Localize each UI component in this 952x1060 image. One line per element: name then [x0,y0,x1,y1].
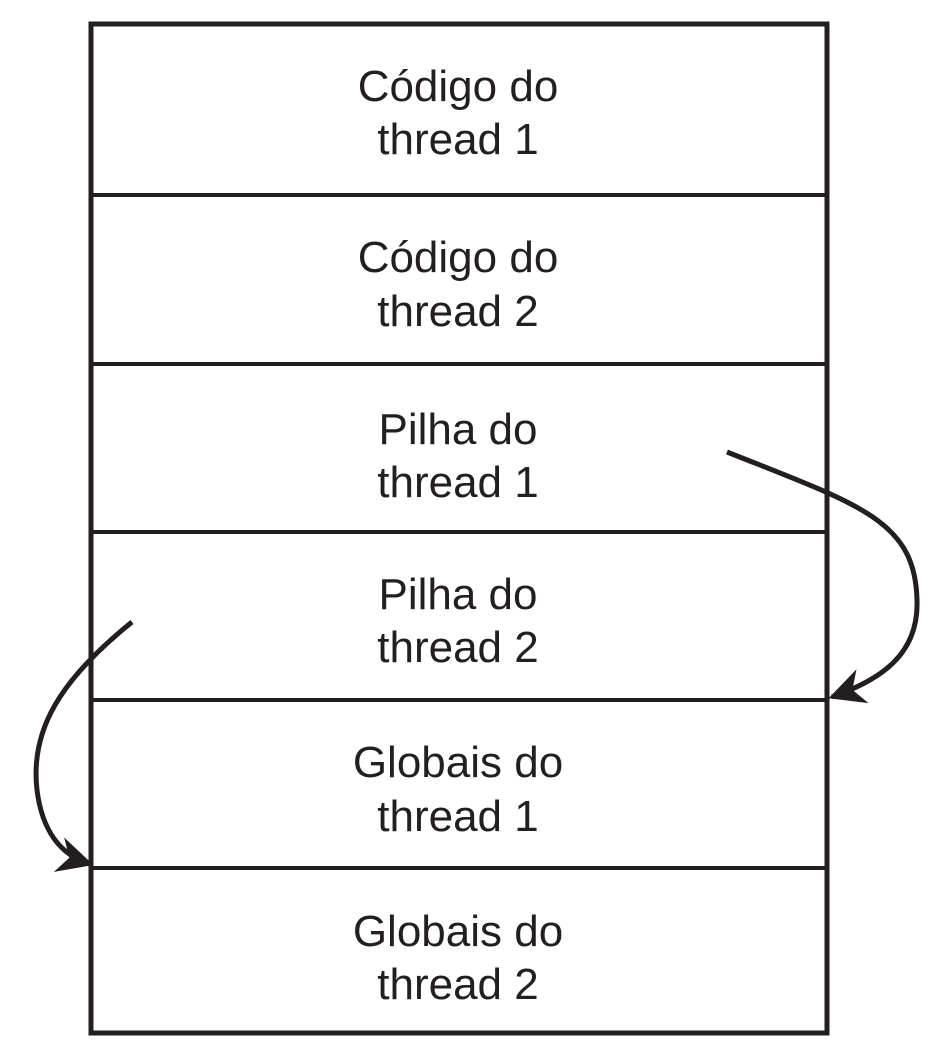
stack-overflow-arrow-left [33,620,134,872]
segment-label-line1: Código do [358,233,559,282]
memory-block-outline [88,21,830,1036]
segment-label-line2: thread 2 [377,623,538,672]
stack-overflow-arrow-right [726,449,920,704]
segment-label-line2: thread 2 [377,287,538,336]
segment-label-line1: Pilha do [378,570,537,619]
segment-globals-thread-1: Globais do thread 1 [353,738,563,841]
segment-label-line2: thread 1 [377,792,538,841]
segment-label-line2: thread 2 [377,960,538,1009]
segment-label-line1: Pilha do [378,405,537,454]
segment-label-line1: Globais do [353,907,563,956]
segment-stack-thread-2: Pilha do thread 2 [377,570,538,672]
segment-stack-thread-1: Pilha do thread 1 [377,405,538,507]
segment-label-line1: Código do [358,62,559,111]
segment-code-thread-1: Código do thread 1 [358,62,559,164]
segment-label-line2: thread 1 [377,458,538,507]
segment-label-line1: Globais do [353,738,563,787]
segment-label-line2: thread 1 [377,115,538,164]
segment-globals-thread-2: Globais do thread 2 [353,907,563,1009]
segment-code-thread-2: Código do thread 2 [358,233,559,336]
